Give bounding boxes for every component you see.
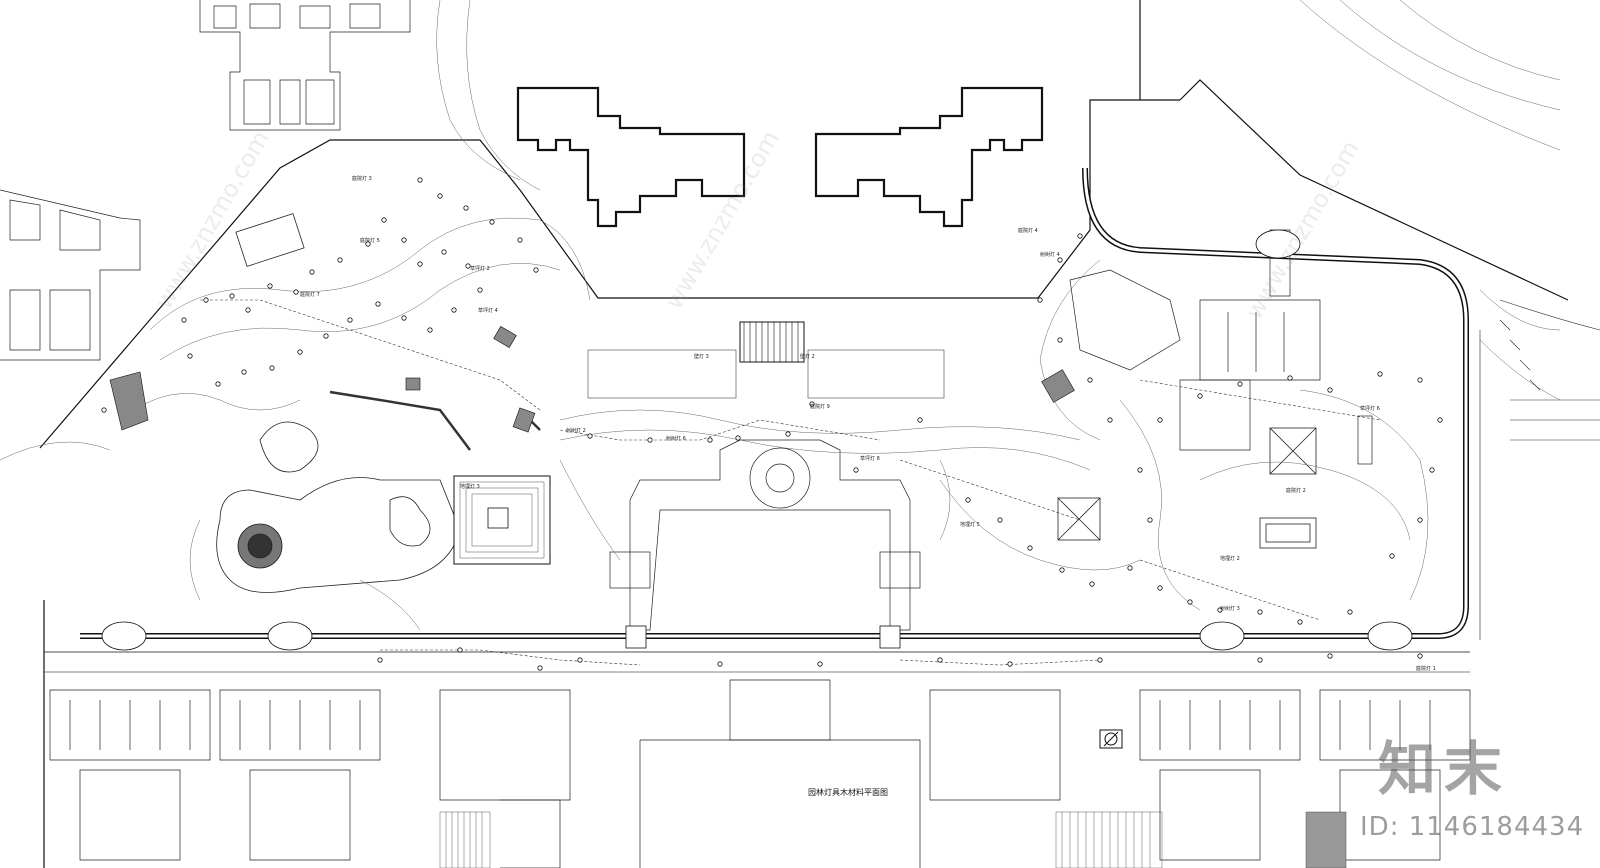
tower-block-right	[814, 86, 1044, 228]
light-label: 射树灯 6	[666, 435, 686, 442]
light-label: 地埋灯 5	[960, 521, 980, 528]
playground-area	[216, 421, 461, 593]
east-edge-steps	[1479, 299, 1600, 640]
light-label: 射树灯 4	[1040, 251, 1060, 258]
site-boundary	[39, 0, 1569, 868]
gate-pavilions	[101, 229, 1413, 651]
light-label: 草坪灯 6	[1360, 405, 1380, 412]
light-label: 草坪灯 2	[470, 265, 490, 272]
lighting-wiring	[200, 299, 1381, 666]
light-label: 庭院灯 3	[352, 175, 372, 182]
light-label: 草坪灯 4	[478, 307, 498, 314]
light-label: 壁灯 3	[694, 353, 709, 360]
sand-court	[453, 475, 551, 565]
residential-building-top-left	[199, 0, 411, 131]
stage-pavilion	[739, 321, 805, 363]
pool-upper-left	[235, 213, 305, 267]
light-label: 射树灯 3	[1220, 605, 1240, 612]
light-label: 庭院灯 5	[360, 237, 380, 244]
plan-title: 园林灯具木材料平面图	[808, 788, 888, 797]
light-label: 庭院灯 7	[300, 291, 320, 298]
tower-block-left	[516, 86, 746, 228]
light-label: 地埋灯 3	[460, 483, 480, 490]
clubhouse-building	[1069, 229, 1373, 465]
hatched-court	[439, 811, 1347, 868]
light-label: 庭院灯 1	[1416, 665, 1436, 672]
contour-lines	[0, 0, 1561, 631]
watermark-id: ID: 1146184434	[1360, 812, 1585, 842]
residential-building-left	[0, 189, 141, 361]
water-feature-rect-left	[587, 349, 945, 399]
light-fixtures	[101, 177, 1443, 671]
pavilion-x-center	[1057, 427, 1317, 549]
light-label: 庭院灯 4	[1018, 227, 1038, 234]
light-label: 地埋灯 2	[1220, 555, 1240, 562]
small-dark-structures	[109, 326, 1075, 433]
north-arrow-icon	[1099, 729, 1123, 749]
light-label: 射树灯 2	[566, 427, 586, 434]
light-label: 庭院灯 9	[810, 403, 830, 410]
watermark-logo: 知末	[1378, 735, 1511, 803]
light-label: 庭院灯 2	[1286, 487, 1306, 494]
light-labels: 庭院灯 3 庭院灯 5 庭院灯 7 草坪灯 2 草坪灯 4 地埋灯 3 射树灯 …	[300, 175, 1436, 672]
light-label: 壁灯 2	[800, 353, 815, 360]
perimeter-road	[44, 167, 1470, 673]
light-label: 草坪灯 8	[860, 455, 880, 462]
